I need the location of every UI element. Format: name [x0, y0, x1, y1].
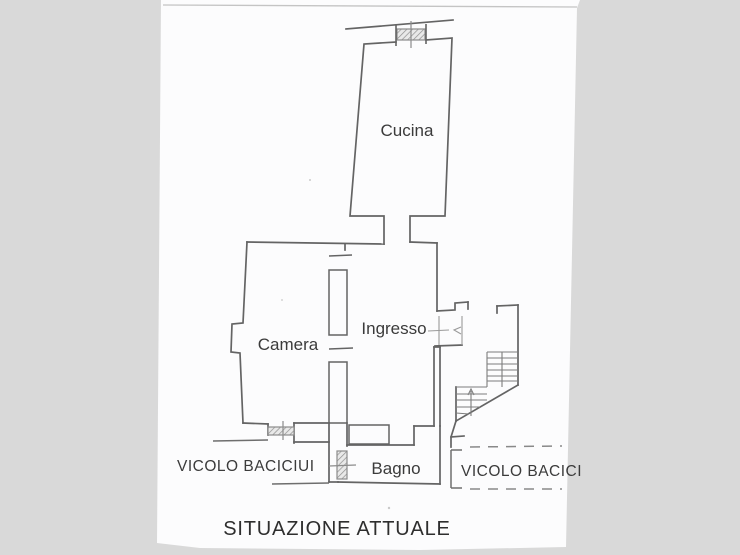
stairwell-walls — [450, 304, 520, 448]
bagno-label: Bagno — [371, 459, 420, 478]
street-lines-left — [212, 439, 330, 485]
bagno-walls — [328, 422, 441, 485]
camera-ingresso-walls — [230, 241, 469, 444]
interior-divider-wall — [328, 254, 354, 424]
street-lines-right — [450, 445, 563, 490]
street-label-right: VICOLO BACICI — [461, 463, 582, 480]
camera-label: Camera — [258, 335, 319, 354]
plan-title: SITUAZIONE ATTUALE — [223, 518, 450, 540]
ingresso-stair-door-icon — [427, 316, 463, 345]
scan-page — [157, 0, 580, 550]
cucina-window-icon — [395, 21, 427, 48]
street-label-left: VICOLO BACICIUI — [177, 458, 315, 475]
ingresso-label: Ingresso — [361, 319, 426, 338]
cucina-walls — [345, 19, 454, 245]
scan-top-edge-line — [162, 4, 578, 8]
scan-noise — [281, 179, 391, 510]
stair-direction-arrow-icon — [467, 387, 475, 416]
bagno-door-icon — [328, 450, 357, 480]
camera-street-door-icon — [267, 421, 295, 440]
cucina-label: Cucina — [381, 121, 434, 140]
